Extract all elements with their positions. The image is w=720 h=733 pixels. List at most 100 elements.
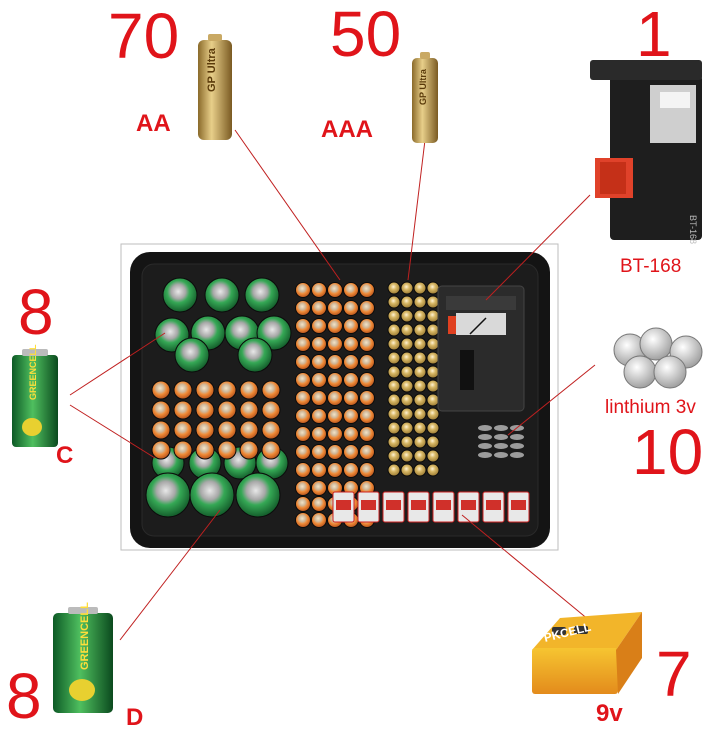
aaa-cell [387, 463, 401, 477]
aa-cell [359, 318, 375, 334]
aa-cell [311, 462, 327, 478]
aa-cell [311, 300, 327, 316]
aaa-cell [400, 281, 414, 295]
aaa-cell [426, 281, 440, 295]
aaa-cell [400, 407, 414, 421]
aa-cell [151, 440, 171, 460]
d-cell [235, 472, 281, 518]
aa-cell [327, 282, 343, 298]
aaa-cell [413, 337, 427, 351]
aaa-cell [387, 379, 401, 393]
aaa-cell [426, 351, 440, 365]
aa-cell [343, 408, 359, 424]
coin-cell [623, 355, 657, 389]
aaa-cell [426, 393, 440, 407]
aa-cell [359, 354, 375, 370]
aa-cell [343, 426, 359, 442]
coin-cell [494, 443, 508, 449]
svg-text:BT-168: BT-168 [688, 215, 698, 244]
aa-cells-group [295, 282, 375, 528]
aa-cell [311, 408, 327, 424]
aa-cell [311, 318, 327, 334]
aaa-cell [413, 281, 427, 295]
aa-cell [173, 440, 193, 460]
d-label: D [126, 704, 144, 731]
9v-cell-label [411, 500, 426, 510]
aaa-cell [400, 309, 414, 323]
aa-cell [217, 440, 237, 460]
aaa-count: 50 [330, 0, 402, 70]
aaa-cell [400, 365, 414, 379]
aaa-cell [426, 449, 440, 463]
aaa-cell [400, 323, 414, 337]
coin-cell [494, 425, 508, 431]
9v-cell-label [511, 500, 526, 510]
aaa-cell [387, 323, 401, 337]
coin-count: 10 [632, 416, 704, 488]
aaa-cell [400, 379, 414, 393]
aa-cell [295, 426, 311, 442]
aa-cell [239, 400, 259, 420]
9v-cell-label [386, 500, 401, 510]
aaa-cell [400, 337, 414, 351]
aa-cell [295, 512, 311, 528]
aa-cell [311, 372, 327, 388]
aa-cell [327, 354, 343, 370]
aa-cell [343, 282, 359, 298]
tester-photo: BT-168 [590, 60, 702, 244]
9v-cell-label [336, 500, 351, 510]
aa-cell [311, 496, 327, 512]
aa-cell [343, 462, 359, 478]
aaa-cell [400, 295, 414, 309]
aa-cell [295, 444, 311, 460]
aa-cell [239, 380, 259, 400]
aa-cell [359, 336, 375, 352]
aa-cell [311, 444, 327, 460]
aaa-cell [426, 463, 440, 477]
aaa-cell [426, 309, 440, 323]
d-count: 8 [6, 660, 42, 732]
coin-cell [510, 443, 524, 449]
aaa-cell [400, 463, 414, 477]
aaa-cells-group [387, 281, 440, 477]
aa-cell [311, 480, 327, 496]
aa-cell [343, 444, 359, 460]
aa-cell [295, 480, 311, 496]
aa-cell [261, 400, 281, 420]
aa-extra-group [151, 380, 281, 460]
coin-cells-in-case [478, 425, 524, 458]
aa-cell [295, 496, 311, 512]
aa-cell [261, 440, 281, 460]
aaa-cell [387, 351, 401, 365]
coin-label: linthium 3v [605, 397, 696, 418]
c-cell [162, 277, 198, 313]
d-cell [189, 472, 235, 518]
aa-cell [295, 318, 311, 334]
aaa-cell [426, 365, 440, 379]
aa-cell [343, 390, 359, 406]
aa-cell [239, 440, 259, 460]
aa-cell [359, 462, 375, 478]
svg-text:GREENCELL: GREENCELL [28, 344, 38, 400]
c-label: C [56, 442, 74, 469]
aaa-cell [387, 337, 401, 351]
9v-count: 7 [656, 638, 692, 710]
svg-text:GP Ultra: GP Ultra [418, 68, 428, 105]
aa-cell [239, 420, 259, 440]
9v-cell-label [436, 500, 451, 510]
aa-cell [217, 400, 237, 420]
aa-cell [359, 372, 375, 388]
aa-cell [217, 420, 237, 440]
coin-cell [494, 452, 508, 458]
aa-cell [151, 400, 171, 420]
aa-cell [327, 426, 343, 442]
aa-cell [151, 380, 171, 400]
aa-cell [151, 420, 171, 440]
c-cell [174, 337, 210, 373]
tester-label: BT-168 [620, 256, 682, 277]
aa-cell [295, 390, 311, 406]
aa-cell [261, 380, 281, 400]
aa-cell [295, 300, 311, 316]
aaa-cell [413, 323, 427, 337]
